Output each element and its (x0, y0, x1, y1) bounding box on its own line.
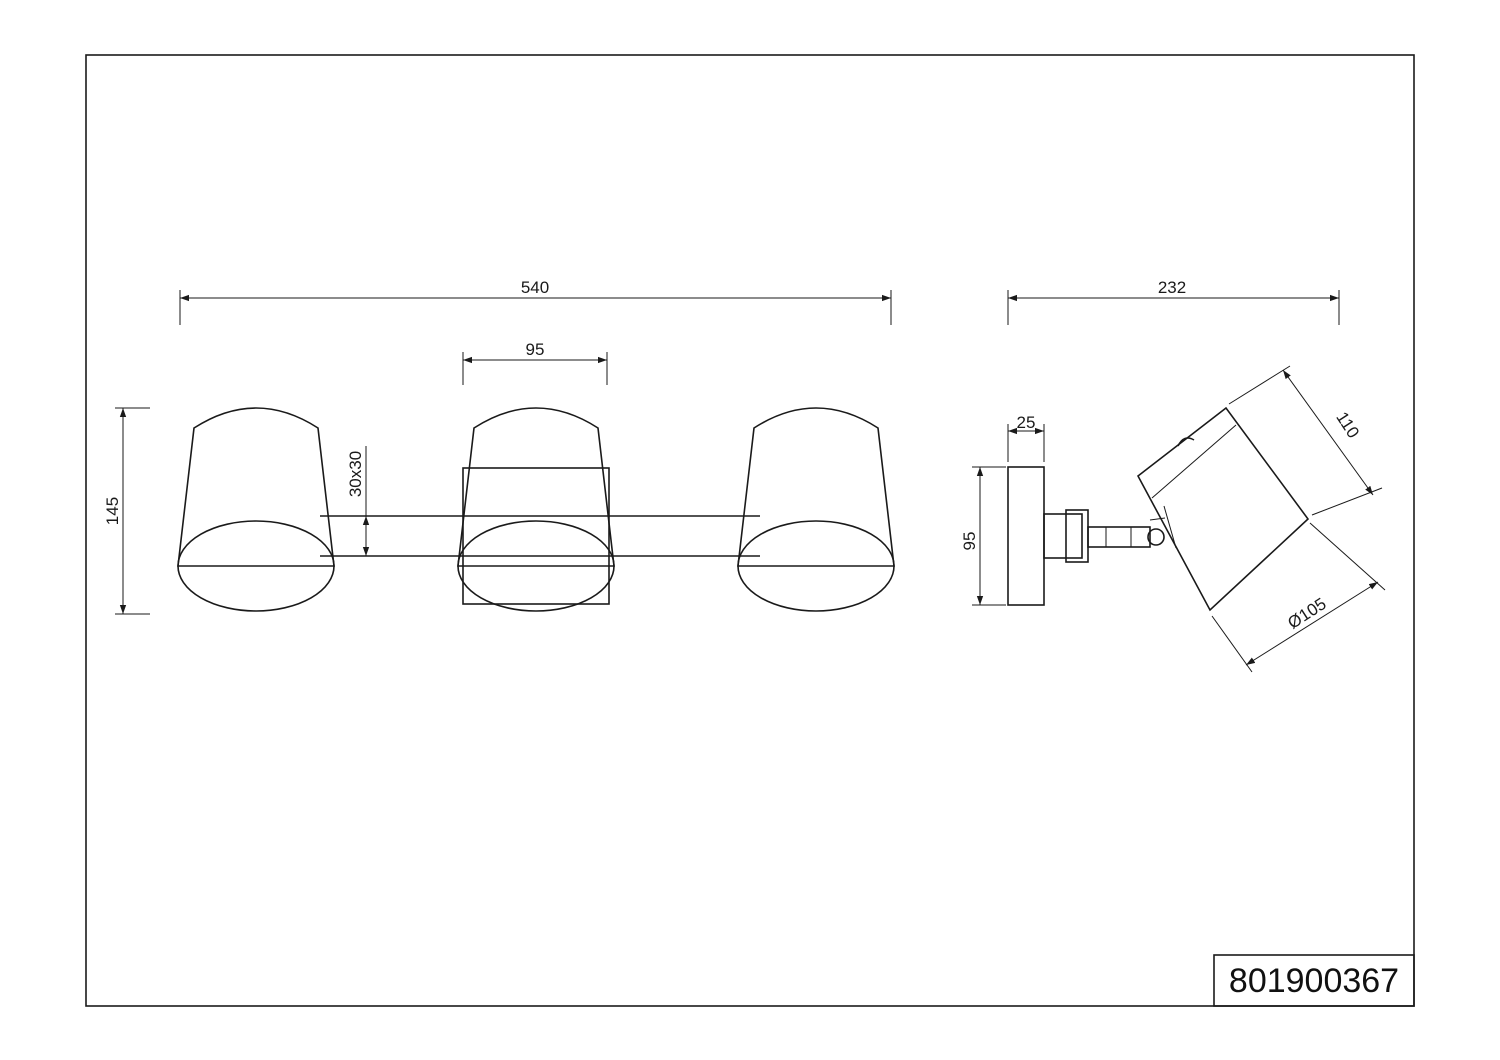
side-connector-outer (1043, 513, 1083, 559)
side-view: 232 25 95 110 Ø105 (960, 278, 1386, 673)
dimension-label-base-height: 95 (960, 532, 979, 551)
side-connector-inner (1065, 509, 1089, 563)
side-shade (1136, 406, 1310, 612)
dimension-shade-diameter: Ø105 (1211, 522, 1386, 673)
dimension-base-height: 95 (960, 466, 1006, 606)
front-view: 540 95 145 30x30 (103, 278, 895, 615)
dimension-label-shade-width: 95 (526, 340, 545, 359)
dimension-label-depth: 232 (1158, 278, 1186, 297)
title-block: 801900367 (1213, 954, 1415, 1007)
dimension-label-height: 145 (103, 497, 122, 525)
dimension-label-overall-width: 540 (521, 278, 549, 297)
shade-left (177, 407, 335, 612)
dimension-overall-width: 540 (179, 278, 892, 325)
shade-middle (457, 407, 615, 612)
dimension-base-thickness: 25 (1007, 413, 1045, 462)
shade-right (737, 407, 895, 612)
dimension-label-bar-section: 30x30 (346, 451, 365, 497)
dimension-depth: 232 (1007, 278, 1340, 325)
side-arm (1087, 526, 1151, 548)
dimension-bar-section: 30x30 (346, 446, 370, 556)
part-number: 801900367 (1229, 962, 1399, 1000)
dimension-shade-width: 95 (462, 340, 608, 385)
dimension-label-base-thickness: 25 (1017, 413, 1036, 432)
dimension-shade-length: 110 (1228, 365, 1383, 516)
side-pivot (1147, 528, 1165, 546)
side-base (1007, 466, 1045, 606)
dimension-label-shade-length: 110 (1332, 408, 1363, 441)
center-back-plate (462, 467, 610, 605)
dimension-height: 145 (103, 407, 150, 615)
drawing-border (85, 54, 1415, 1007)
